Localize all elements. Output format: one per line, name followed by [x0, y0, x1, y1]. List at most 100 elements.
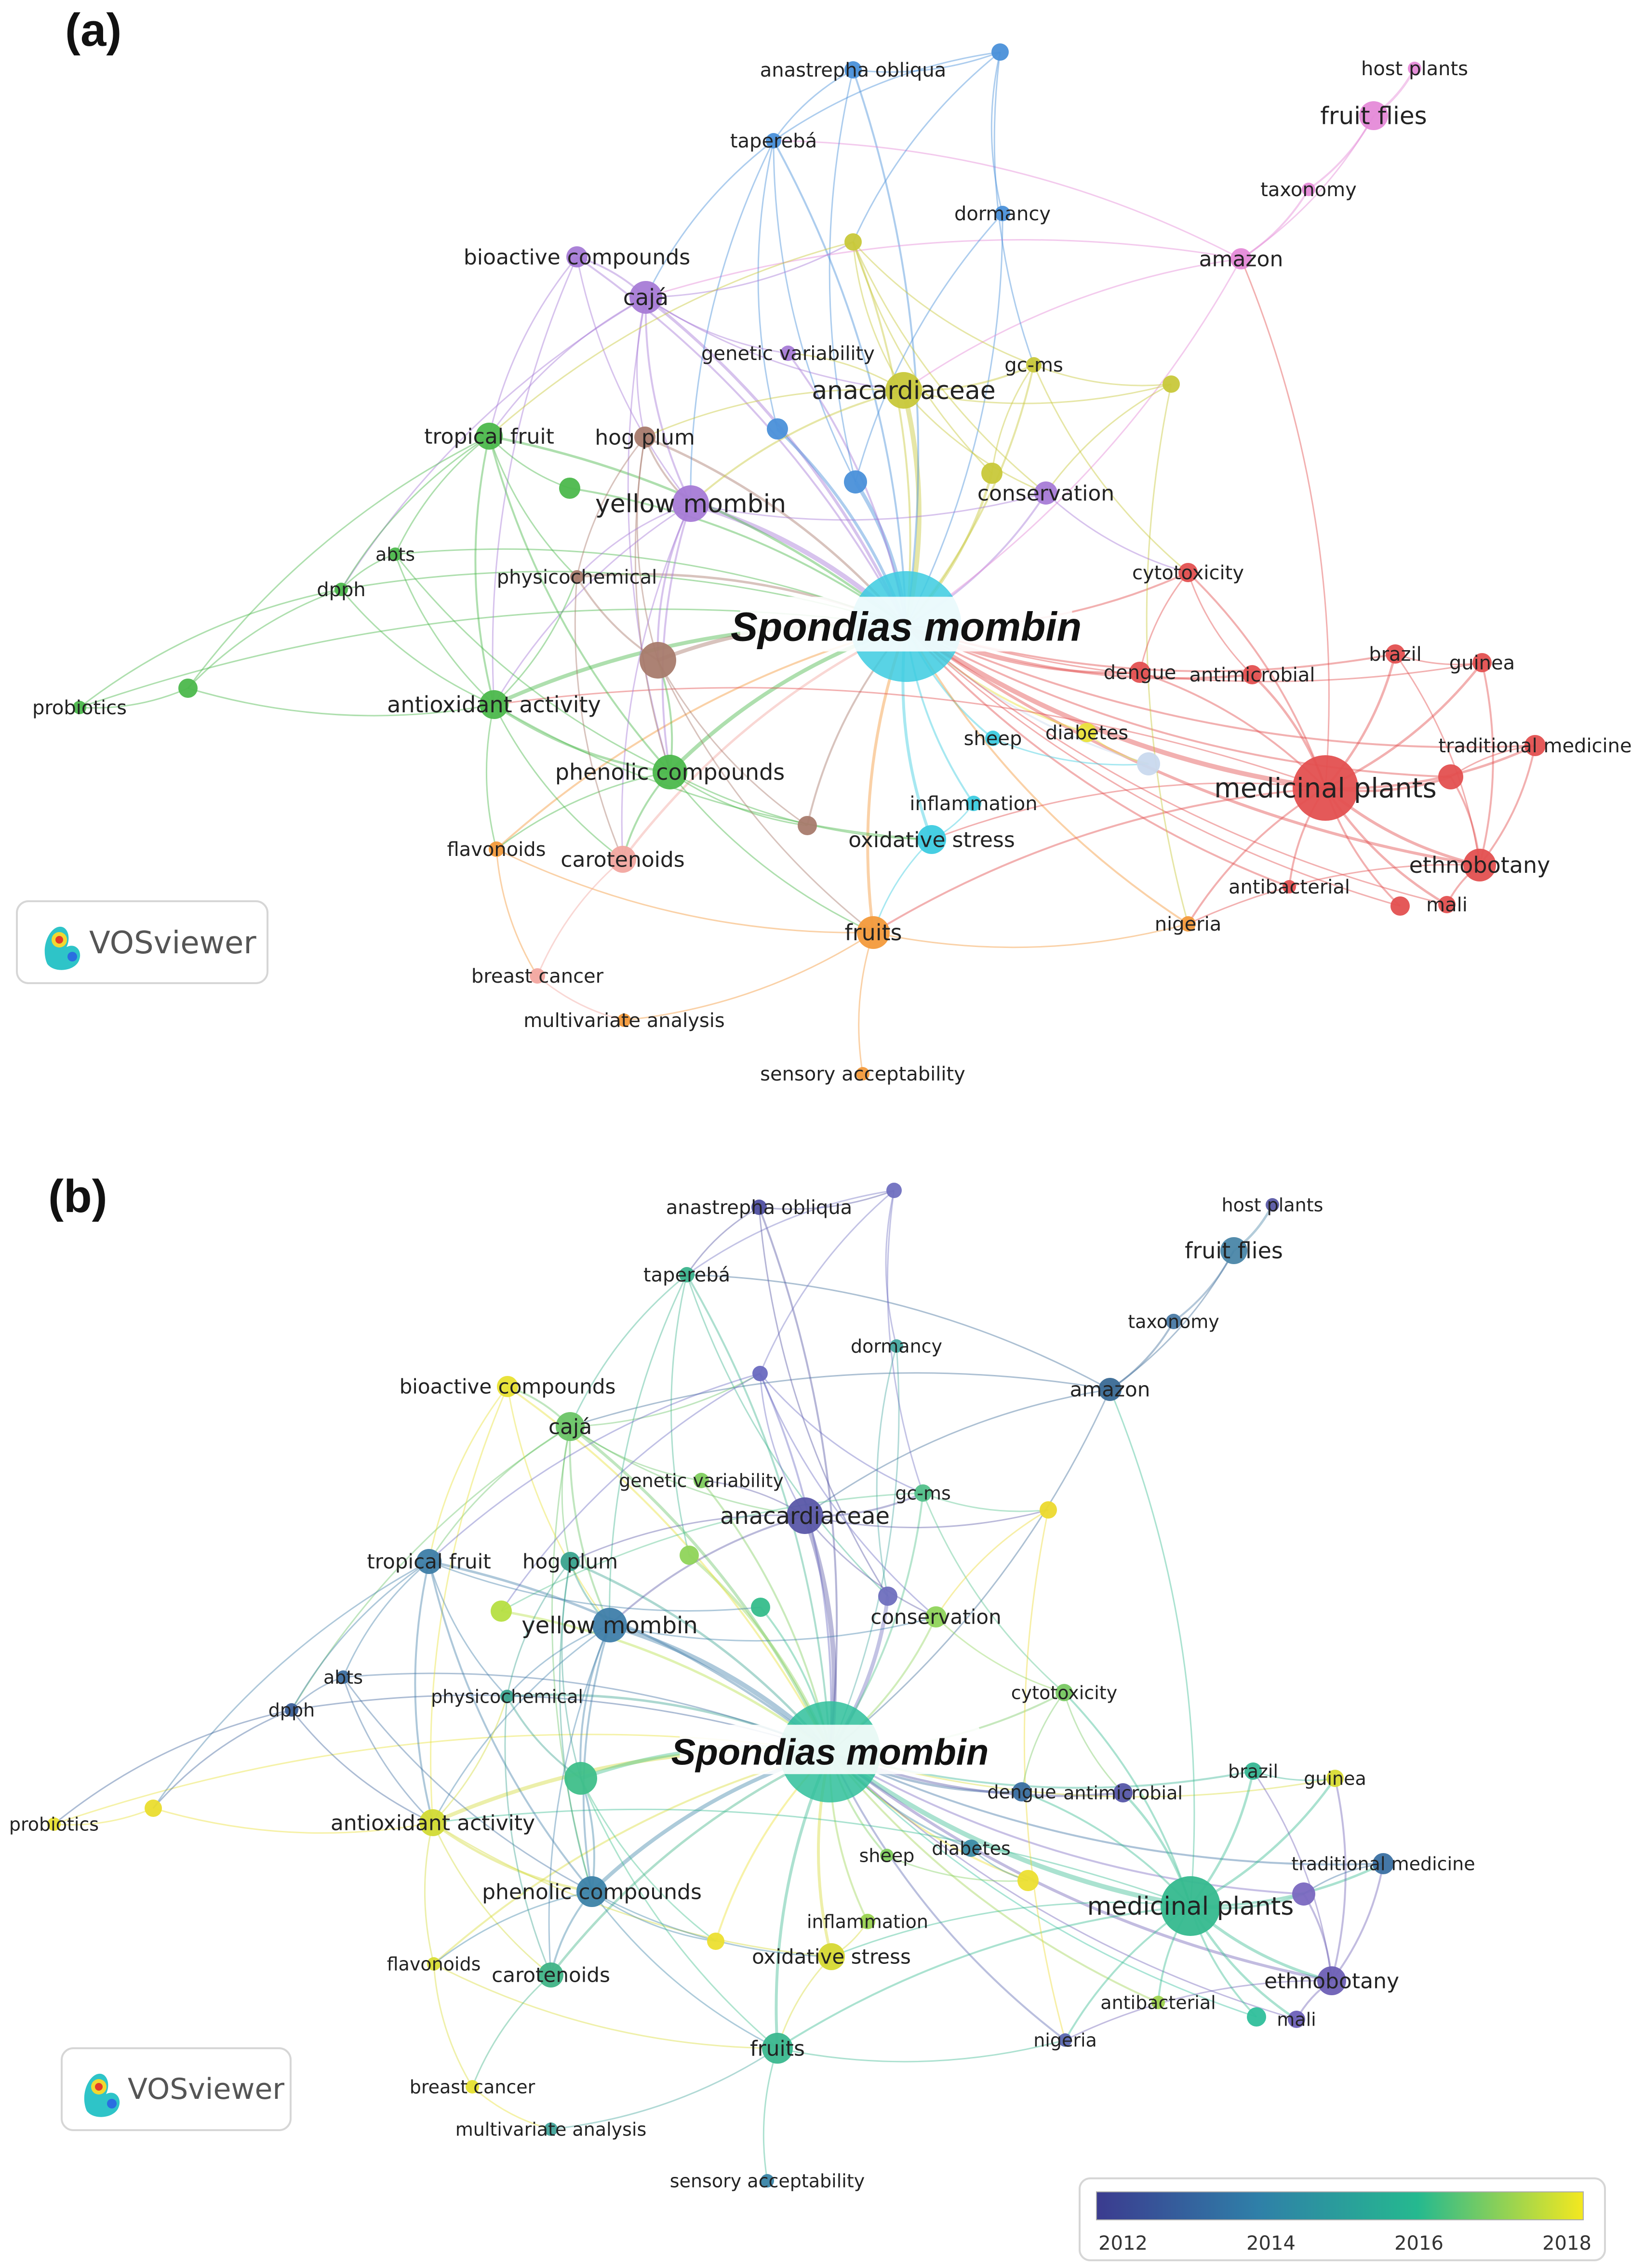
node-antibacterial[interactable] [1151, 1996, 1165, 2009]
node-taxonomy[interactable] [1166, 1314, 1181, 1329]
node-bioactive-compounds[interactable] [566, 246, 588, 267]
node-yel1[interactable] [752, 1366, 768, 1381]
node-diabetes[interactable] [1077, 723, 1096, 742]
node-brown2[interactable] [707, 1933, 724, 1950]
node-anacardiaceae[interactable] [787, 1497, 823, 1534]
node-cytotoxicity[interactable] [1056, 1684, 1073, 1701]
node-hog-plum[interactable] [634, 427, 655, 448]
node-oxidative-stress[interactable] [917, 825, 946, 854]
node-sheep[interactable] [985, 731, 1001, 746]
node-sensory-acceptability[interactable] [856, 1067, 869, 1081]
node-red2[interactable] [1247, 2007, 1266, 2027]
node-probiotics[interactable] [47, 1817, 61, 1831]
node-phenolic-compounds[interactable] [576, 1876, 607, 1907]
node-blue2[interactable] [878, 1587, 897, 1606]
node-genetic-variability[interactable] [780, 346, 796, 361]
node-yellow-mombin[interactable] [592, 1608, 627, 1642]
node-brown2[interactable] [798, 816, 817, 835]
node-yel2[interactable] [1040, 1501, 1057, 1519]
node-probiotics[interactable] [73, 701, 86, 714]
node-cajá[interactable] [556, 1412, 585, 1441]
node-host-plants[interactable] [1408, 62, 1421, 75]
node-antioxidant-activity[interactable] [480, 690, 508, 719]
node-physicochemical[interactable] [570, 570, 584, 584]
node-carotenoids[interactable] [538, 1962, 563, 1988]
node-bluetop[interactable] [991, 43, 1009, 61]
node-tropical-fruit[interactable] [476, 423, 503, 450]
node-anastrepha-obliqua[interactable] [844, 61, 862, 79]
node-tropical-fruit[interactable] [416, 1549, 441, 1574]
node-medicinal-plants[interactable] [1161, 1876, 1220, 1936]
node-yel1[interactable] [844, 233, 862, 251]
node-mali[interactable] [1288, 2011, 1305, 2028]
node-antibacterial[interactable] [1283, 880, 1296, 894]
node-physicochemical[interactable] [500, 1690, 514, 1703]
node-multivariate-analysis[interactable] [544, 2122, 558, 2136]
node-oxidative-stress[interactable] [818, 1943, 845, 1970]
node-bioactive-compounds[interactable] [497, 1376, 518, 1397]
node-green2[interactable] [145, 1800, 162, 1817]
node-cajá[interactable] [629, 281, 662, 314]
node-green1[interactable] [751, 1598, 770, 1617]
node-anacardiaceae[interactable] [885, 372, 922, 409]
node-breast-cancer[interactable] [466, 2080, 479, 2094]
node-antioxidant-activity[interactable] [419, 1809, 446, 1836]
node-blue2[interactable] [844, 470, 867, 494]
node-diabetes[interactable] [962, 1840, 980, 1857]
node-dengue[interactable] [1129, 662, 1150, 683]
node-flavonoids[interactable] [427, 1957, 441, 1971]
node-dormancy[interactable] [890, 1339, 903, 1353]
node-genetic-variability[interactable] [694, 1473, 709, 1488]
node-fruits[interactable] [762, 2033, 793, 2064]
node-brazil[interactable] [1386, 644, 1405, 664]
vosviewer-badge-a[interactable]: VOSviewer [16, 900, 268, 984]
node-traditional-medicine[interactable] [1524, 735, 1546, 756]
vosviewer-badge-b[interactable]: VOSviewer [61, 2047, 292, 2131]
node-ethnobotany[interactable] [1463, 849, 1496, 881]
node-taperebá[interactable] [766, 133, 781, 148]
node-anastrepha-obliqua[interactable] [751, 1200, 767, 1215]
node-yellow-mombin[interactable] [672, 485, 709, 522]
node-yel3[interactable] [491, 1601, 512, 1622]
node-red2[interactable] [1390, 896, 1410, 916]
node-red1[interactable] [1292, 1882, 1315, 1906]
node-inflammation[interactable] [966, 796, 981, 811]
node-brazil[interactable] [1244, 1762, 1262, 1780]
node-taxonomy[interactable] [1302, 183, 1315, 196]
node-green1[interactable] [559, 478, 580, 499]
node-dengue[interactable] [1012, 1782, 1031, 1801]
node-sheep[interactable] [880, 1849, 894, 1862]
node-taperebá[interactable] [679, 1267, 695, 1282]
node-fruits[interactable] [857, 916, 890, 949]
node-sensory-acceptability[interactable] [761, 2174, 774, 2188]
node-yel3[interactable] [981, 463, 1002, 484]
node-fruit-flies[interactable] [1220, 1237, 1247, 1264]
node-bluetop[interactable] [886, 1183, 902, 1198]
node-abts[interactable] [388, 547, 402, 561]
node-lightb[interactable] [1017, 1870, 1039, 1891]
node-carotenoids[interactable] [609, 846, 636, 873]
node-dpph[interactable] [334, 583, 348, 596]
node-phenolic-compounds[interactable] [653, 755, 687, 789]
node-nigeria[interactable] [1180, 916, 1196, 932]
node-gc-ms[interactable] [1026, 357, 1042, 373]
node-lightb[interactable] [1137, 752, 1160, 775]
node-guinea[interactable] [1472, 653, 1492, 672]
node-brown1[interactable] [640, 642, 676, 679]
node-brown1[interactable] [564, 1762, 597, 1795]
node-ethnobotany[interactable] [1317, 1966, 1346, 1995]
node-fruit-flies[interactable] [1359, 101, 1388, 130]
node-antimicrobial[interactable] [1243, 665, 1262, 684]
node-amazon[interactable] [1230, 248, 1252, 269]
node-dormancy[interactable] [995, 206, 1010, 221]
node-conservation[interactable] [925, 1606, 947, 1628]
node-guinea[interactable] [1326, 1770, 1344, 1787]
node-gc-ms[interactable] [914, 1484, 932, 1502]
node-hog-plum[interactable] [561, 1552, 580, 1571]
node-breast-cancer[interactable] [530, 968, 545, 984]
node-inflammation[interactable] [860, 1914, 875, 1929]
node-green2[interactable] [178, 679, 198, 698]
node-flavonoids[interactable] [489, 841, 504, 857]
node-cytotoxicity[interactable] [1178, 563, 1198, 582]
node-medicinal-plants[interactable] [1293, 755, 1358, 821]
